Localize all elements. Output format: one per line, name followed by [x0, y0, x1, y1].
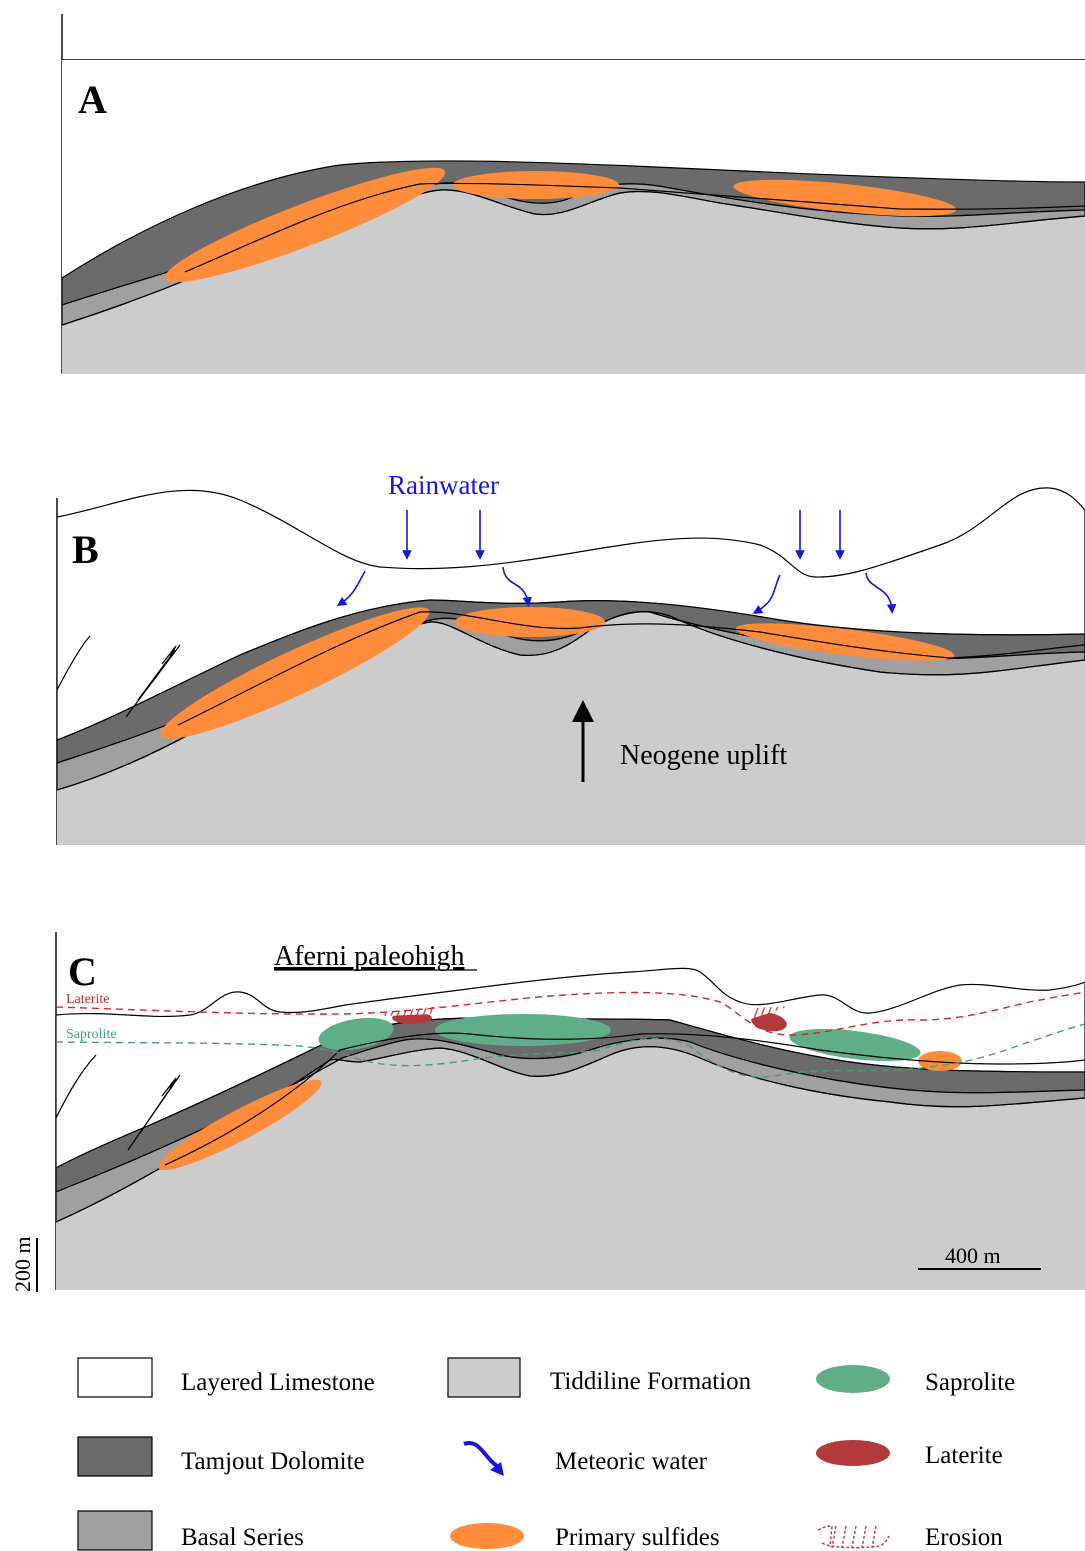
- internal-line-a: [184, 182, 1085, 273]
- legend-laterite-icon: [816, 1440, 890, 1466]
- internal-line-c: [164, 1032, 1085, 1166]
- panel-a: A: [61, 14, 1085, 374]
- legend-label-layered-limestone: Layered Limestone: [181, 1369, 375, 1396]
- primary-sulfide-b-2: [455, 607, 605, 637]
- layered-limestone-a: [62, 60, 1085, 278]
- fault-line-c-1: [55, 1054, 97, 1119]
- saprolite-c-3: [789, 1028, 921, 1062]
- legend-swatch-tamjout-dolomite: [77, 1436, 153, 1477]
- legend-label-erosion: Erosion: [925, 1524, 1003, 1551]
- legend-erosion-icon: [817, 1525, 890, 1549]
- laterite-c-2: [751, 1012, 787, 1032]
- meteoric-arrow-b-2: [502, 566, 533, 607]
- meteoric-arrow-b-4: [865, 572, 897, 614]
- primary-sulfide-c-1: [158, 1079, 322, 1171]
- primary-sulfide-a-1: [164, 167, 446, 283]
- erosion-hatch-c-2: [748, 1006, 790, 1020]
- internal-line-b: [177, 611, 1085, 726]
- panel-b: B Rainwater Neogene uplift: [56, 470, 1085, 845]
- legend-primary-sulfides-icon: [450, 1523, 524, 1549]
- legend-meteoric-water-icon: [463, 1441, 499, 1468]
- vertical-scale-label: 200 m: [10, 1236, 35, 1292]
- primary-sulfide-b-3: [735, 623, 955, 661]
- rainwater-label: Rainwater: [388, 470, 499, 500]
- saprolite-line-label: Saprolite: [66, 1027, 117, 1042]
- legend-label-tamjout-dolomite: Tamjout Dolomite: [181, 1448, 365, 1475]
- primary-sulfide-c-2: [918, 1051, 962, 1071]
- panel-letter-b: B: [72, 527, 99, 572]
- fault-line-c-3: [139, 1079, 177, 1134]
- legend-label-meteoric-water: Meteoric water: [555, 1448, 708, 1475]
- fault-line-b-1: [56, 635, 91, 691]
- aferni-paleohigh-title: Aferni paleohigh: [274, 941, 465, 972]
- meteoric-arrow-b-1: [336, 570, 366, 607]
- saprolite-c-2: [435, 1014, 611, 1046]
- legend-meteoric-water-arrowhead: [490, 1462, 504, 1476]
- legend-label-saprolite: Saprolite: [925, 1369, 1015, 1396]
- legend-label-basal-series: Basal Series: [181, 1524, 304, 1551]
- laterite-line-label: Laterite: [66, 992, 110, 1007]
- fault-arrow-b: [161, 645, 177, 665]
- laterite-dashed-line-c: [55, 991, 1085, 1036]
- erosion-hatch-c-1: [380, 1006, 440, 1016]
- fault-line-b-3: [137, 649, 176, 701]
- fault-arrow-c: [161, 1077, 177, 1097]
- primary-sulfide-a-3: [733, 179, 957, 217]
- meteoric-arrow-b-3: [752, 574, 781, 614]
- primary-sulfide-b-1: [160, 607, 430, 739]
- legend-label-laterite: Laterite: [925, 1442, 1003, 1469]
- horizontal-scale-label: 400 m: [945, 1243, 1001, 1268]
- saprolite-dashed-line-c: [55, 1023, 1085, 1078]
- legend: Layered Limestone Tamjout Dolomite Basal…: [77, 1357, 1015, 1551]
- panel-c: C Aferni paleohigh Laterite Saprolite 20…: [10, 932, 1085, 1292]
- legend-saprolite-icon: [816, 1365, 890, 1393]
- fault-line-b-2: [125, 644, 181, 718]
- tiddiline-top-c: [55, 1046, 1085, 1223]
- panel-letter-c: C: [68, 949, 97, 994]
- legend-swatch-basal-series: [77, 1510, 153, 1551]
- legend-label-primary-sulfides: Primary sulfides: [555, 1524, 720, 1551]
- legend-swatch-layered-limestone: [77, 1357, 153, 1398]
- panel-letter-a: A: [78, 77, 107, 122]
- uplift-arrowhead-b: [572, 700, 594, 722]
- legend-label-tiddiline-formation: Tiddiline Formation: [550, 1368, 752, 1395]
- legend-swatch-tiddiline-formation: [447, 1357, 521, 1398]
- neogene-uplift-label: Neogene uplift: [620, 740, 787, 771]
